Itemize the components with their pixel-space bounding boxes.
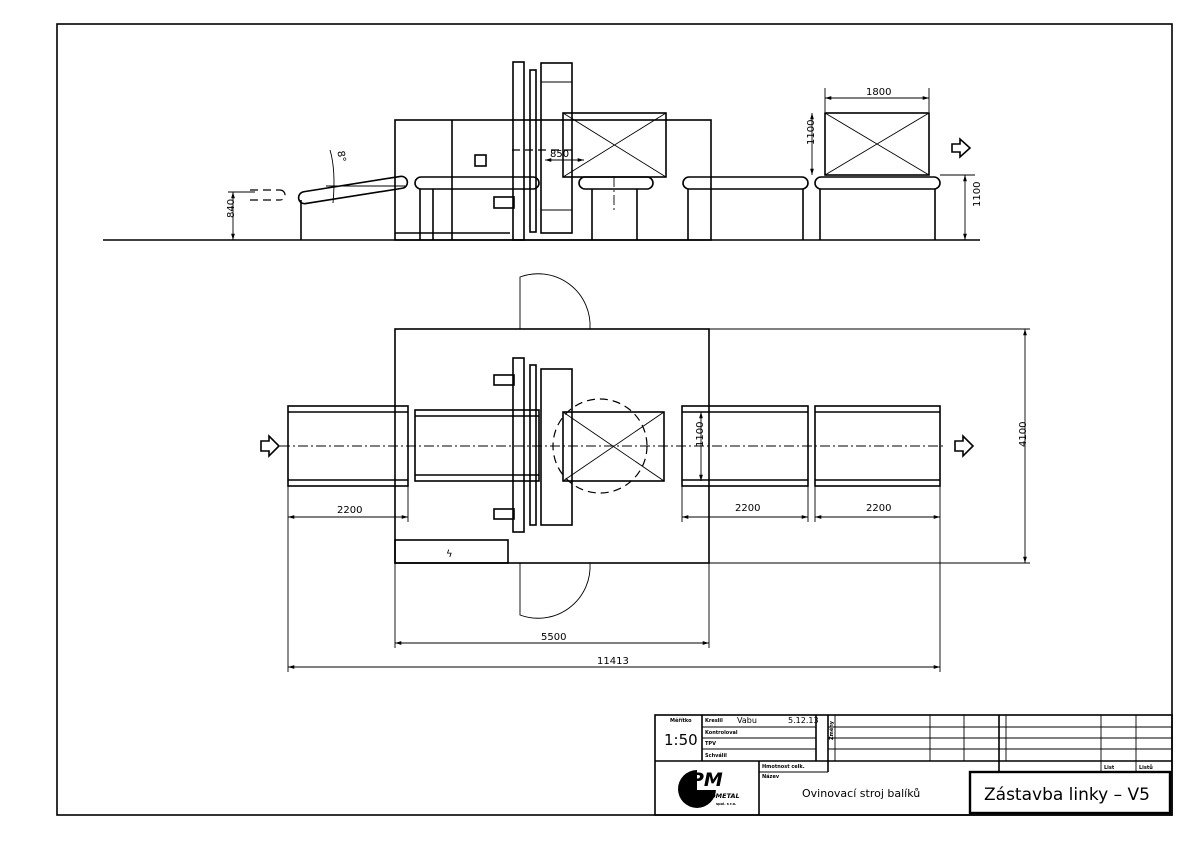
drawing-name: Ovinovací stroj balíků — [802, 787, 920, 800]
drawn-by: Vabu — [737, 716, 757, 725]
scale-value: 1:50 — [664, 731, 698, 749]
door-swing-bottom — [519, 562, 591, 619]
infeed-conveyor — [297, 175, 409, 205]
dim-4100: 4100 — [1018, 422, 1029, 447]
flow-arrow-icon — [951, 137, 972, 159]
drawn-label: Kreslil — [705, 718, 723, 724]
conveyor-plan — [414, 409, 540, 482]
control-panel — [474, 154, 487, 167]
wrapping-ring-plan — [512, 357, 525, 533]
drawing-title: Zástavba linky – V5 — [984, 785, 1150, 805]
electrical-cabinet — [394, 539, 509, 564]
dim-1100-box: 1100 — [806, 120, 817, 145]
dim-2200-in: 2200 — [337, 505, 362, 516]
changes-label: Změny — [828, 720, 835, 740]
flow-out-arrow-icon — [954, 434, 975, 458]
title-box — [968, 770, 1172, 815]
machine-enclosure — [394, 119, 712, 241]
dim-1100-conveyor: 1100 — [972, 182, 983, 207]
turntable — [578, 176, 654, 190]
svg-text:PRAGOMETAL: PRAGOMETAL — [690, 792, 740, 800]
wrapping-ring-column — [512, 61, 525, 241]
approved-label: Schválil — [705, 752, 727, 759]
drawing-frame — [56, 23, 1173, 816]
name-label: Název — [762, 773, 780, 780]
outfeed-conveyor-1 — [682, 176, 809, 190]
door-swing-top — [519, 273, 591, 330]
dim-5500: 5500 — [541, 632, 566, 643]
dim-1800: 1800 — [866, 87, 891, 98]
sheets-label: Listů — [1139, 764, 1153, 771]
svg-text:spol. s r.o.: spol. s r.o. — [716, 802, 736, 806]
pragometal-logo: PM PRAGOMETAL spol. s r.o. — [678, 768, 740, 808]
sheet-label: List — [1104, 765, 1115, 771]
electrical-icon: ϟ — [446, 549, 453, 560]
date: 5.12.13 — [788, 716, 819, 725]
scale-label: Měřítko — [670, 717, 692, 724]
conveyor — [414, 176, 540, 190]
dim-840: 840 — [226, 199, 237, 218]
dim-11413: 11413 — [597, 656, 629, 667]
outfeed-conveyor-2 — [814, 176, 941, 190]
dim-850: 850 — [550, 149, 569, 160]
dim-2200-out-1: 2200 — [735, 503, 760, 514]
bale-plan — [562, 411, 665, 482]
bale-box-out — [824, 112, 930, 176]
svg-text:PM: PM — [690, 769, 723, 791]
plan-view: ϟ 1100 2200 2200 2200 5500 — [260, 273, 1030, 672]
flow-in-arrow-icon — [260, 434, 281, 458]
dim-1100-plan: 1100 — [695, 422, 706, 447]
title-block: Měřítko 1:50 Kreslil Vabu 5.12.13 Kontro… — [654, 714, 1173, 816]
film-carriage — [540, 62, 573, 234]
tpv-label: TPV — [705, 741, 716, 747]
dim-angle: 8° — [334, 150, 347, 163]
dim-2200-out-2: 2200 — [866, 503, 891, 514]
weight-label: Hmotnost celk. — [762, 764, 805, 770]
elevation-view: 850 8° 840 1800 1100 1100 — [103, 61, 983, 241]
checked-label: Kontroloval — [705, 730, 738, 736]
